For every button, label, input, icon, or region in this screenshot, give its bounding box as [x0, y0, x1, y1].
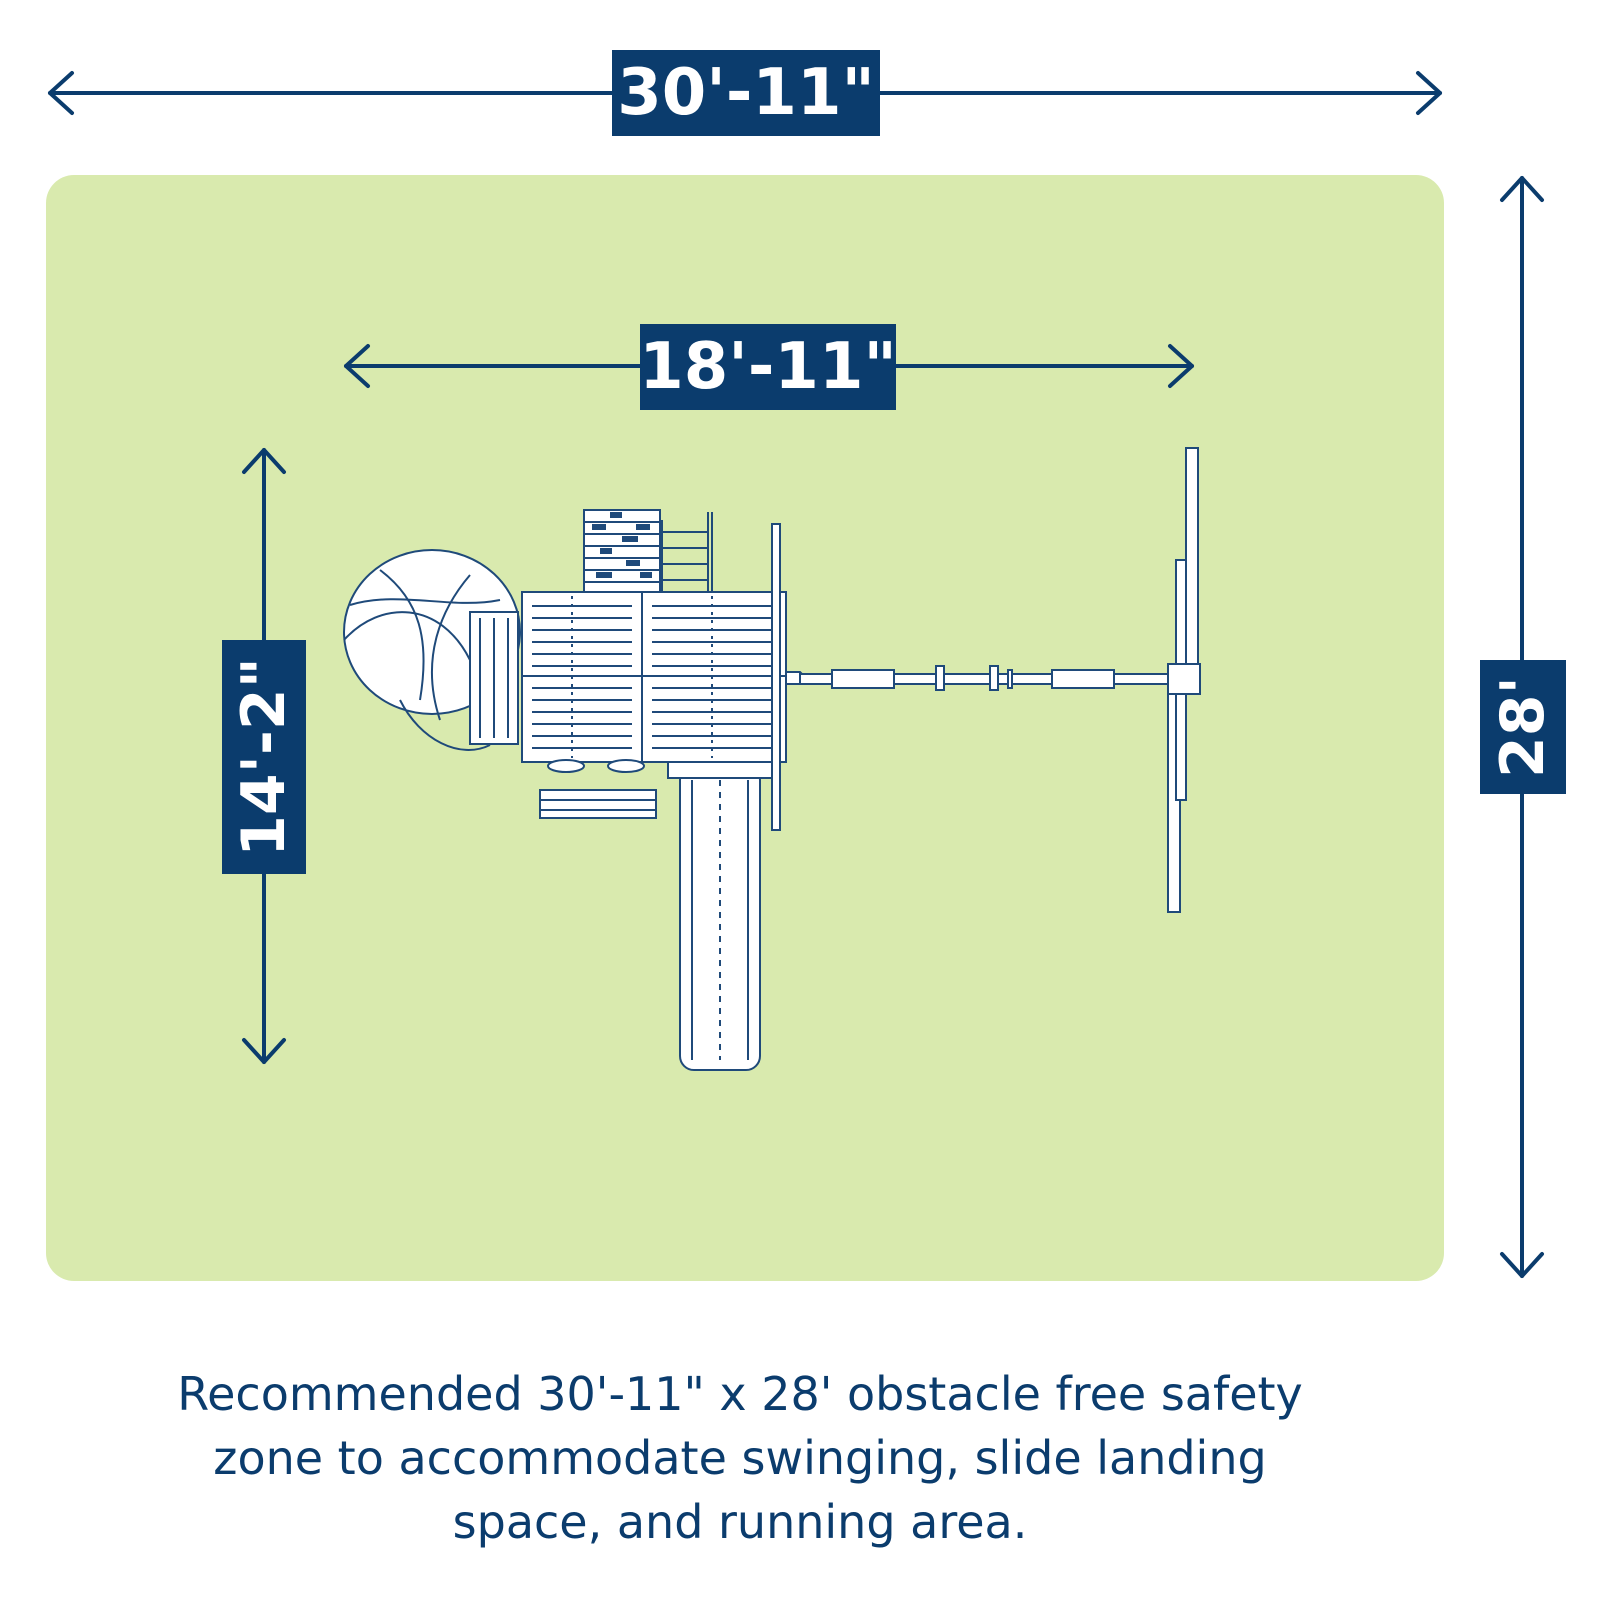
overall-width-label: 30'-11": [612, 50, 880, 136]
overall-depth-label: 28': [1480, 660, 1566, 794]
playset-drawing: [343, 447, 1201, 1071]
caption-line-3: space, and running area.: [452, 1495, 1028, 1549]
spiral-slide: [343, 549, 521, 751]
structure-depth-label: 14'-2": [222, 640, 306, 874]
caption-line-2: zone to accommodate swinging, slide land…: [213, 1431, 1267, 1485]
climbing-wall: [583, 509, 661, 593]
bench: [539, 759, 657, 819]
caption-line-1: Recommended 30'-11" x 28' obstacle free …: [177, 1367, 1303, 1421]
main-deck: [521, 591, 787, 763]
wave-slide: [667, 761, 773, 1071]
overall-depth-text: 28': [1488, 676, 1558, 778]
ladder: [661, 512, 713, 592]
safety-zone-caption: Recommended 30'-11" x 28' obstacle free …: [100, 1362, 1380, 1554]
side-panel: [771, 523, 781, 831]
swing-beam: [785, 665, 1197, 691]
structure-depth-text: 14'-2": [229, 657, 299, 857]
structure-width-label: 18'-11": [639, 324, 897, 410]
a-frame-legs: [1167, 447, 1201, 913]
